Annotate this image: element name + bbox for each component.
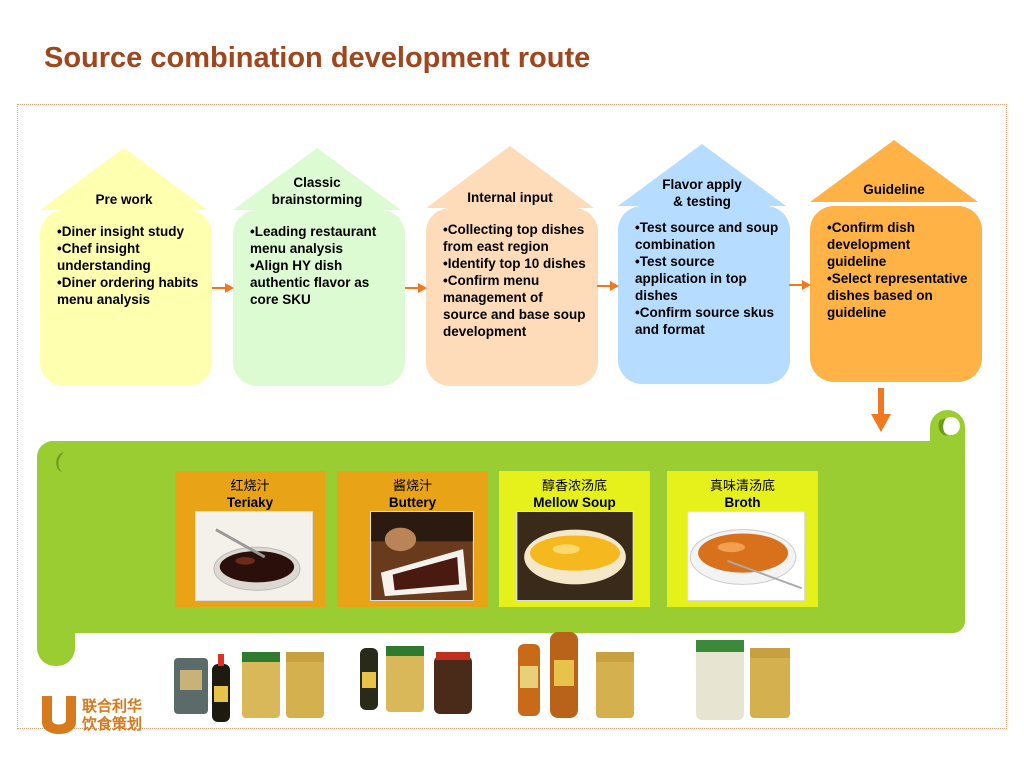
right-arrow-icon <box>212 283 234 293</box>
sauce-card-buttery: 酱烧汁 Buttery <box>337 471 488 607</box>
stage-item: Diner insight study <box>57 223 202 240</box>
content-frame <box>17 104 1007 729</box>
stage-item: Test source application in top dishes <box>635 253 780 304</box>
stage-item: Confirm dish development guideline <box>827 219 972 270</box>
stage-item: Align HY dish authentic flavor as core S… <box>250 257 395 308</box>
sauce-name-en: Broth <box>724 495 761 510</box>
sauce-dish-image <box>370 511 474 601</box>
sauce-name-cn: 酱烧汁 <box>392 479 432 494</box>
sauce-card-broth: 真味清汤底 Broth <box>667 471 818 607</box>
stage-label: Flavor apply & testing <box>662 177 742 209</box>
stage-item: Diner ordering habits menu analysis <box>57 274 202 308</box>
stage-label: Pre work <box>95 192 153 207</box>
stage-label: Guideline <box>863 182 925 197</box>
stage-item: Test source and soup combination <box>635 219 780 253</box>
stage-header: Classic brainstorming <box>229 144 405 214</box>
stage-item: Confirm menu management of source and ba… <box>443 272 588 340</box>
stage-body: Test source and soup combination Test so… <box>618 206 790 384</box>
logo-text-line2: 饮食策划 <box>82 715 143 733</box>
stage-header: Internal input <box>422 142 598 212</box>
sauce-name-cn: 真味清汤底 <box>709 479 775 494</box>
stage-label: Classic brainstorming <box>271 175 363 207</box>
stage-header: Pre work <box>36 144 212 214</box>
down-arrow-icon <box>871 388 891 432</box>
right-arrow-icon <box>405 283 427 293</box>
stage-body: Leading restaurant menu analysis Align H… <box>233 210 405 386</box>
sauce-name-en: Teriaky <box>226 495 274 510</box>
sauce-card-mellow-soup: 醇香浓汤底 Mellow Soup <box>499 471 650 607</box>
curl-mark <box>56 452 64 472</box>
product-group-buttery <box>358 630 478 726</box>
stage-label: Internal input <box>467 190 553 205</box>
stage-body: Confirm dish development guideline Selec… <box>810 206 982 382</box>
sauce-bowl-image <box>195 511 313 601</box>
stage-item: Collecting top dishes from east region <box>443 221 588 255</box>
product-group-broth <box>694 630 794 726</box>
stage-body: Collecting top dishes from east region I… <box>426 208 598 386</box>
sauce-name-cn: 醇香浓汤底 <box>541 479 607 494</box>
curl-mark <box>938 417 960 436</box>
stage-item: Select representative dishes based on gu… <box>827 270 972 321</box>
right-arrow-icon <box>597 281 619 291</box>
broth-bowl-image <box>687 511 805 601</box>
right-arrow-icon <box>789 280 811 290</box>
stage-item: Confirm source skus and format <box>635 304 780 338</box>
stage-body: Diner insight study Chef insight underst… <box>40 210 212 386</box>
sauce-card-teriaky: 红烧汁 Teriaky <box>175 471 325 607</box>
unilever-foodsolutions-logo: 联合利华 饮食策划 <box>40 693 142 737</box>
product-group-teriaky <box>172 630 327 726</box>
stage-item: Identify top 10 dishes <box>443 255 588 272</box>
soup-bowl-image <box>516 511 634 601</box>
sauce-name-en: Buttery <box>388 495 437 510</box>
logo-text-line1: 联合利华 <box>82 697 143 715</box>
stage-item: Chef insight understanding <box>57 240 202 274</box>
page-title: Source combination development route <box>44 42 591 74</box>
unilever-u-icon <box>42 696 76 734</box>
product-group-mellow-soup <box>514 630 639 726</box>
stage-header: Guideline <box>806 136 982 206</box>
sauce-name-cn: 红烧汁 <box>230 479 270 494</box>
stage-item: Leading restaurant menu analysis <box>250 223 395 257</box>
stage-header: Flavor apply & testing <box>614 140 790 210</box>
sauce-name-en: Mellow Soup <box>533 495 616 510</box>
